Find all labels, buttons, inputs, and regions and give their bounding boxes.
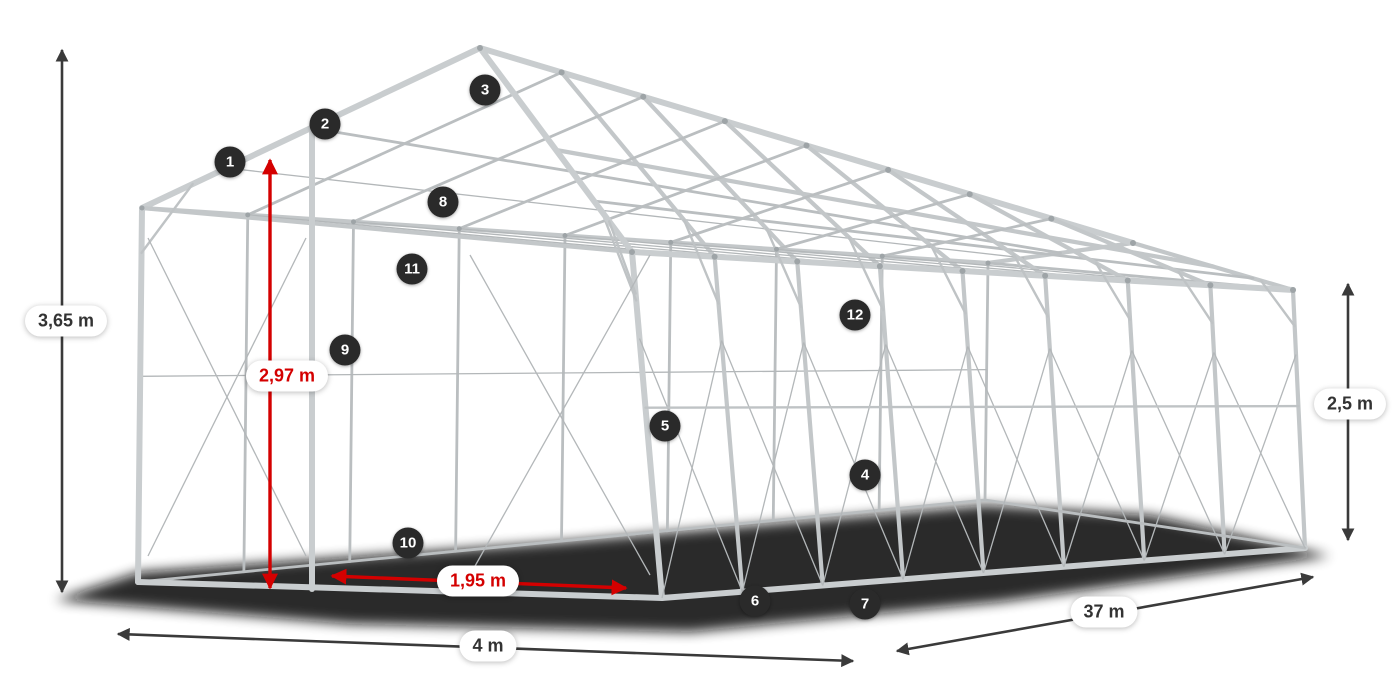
part-badge-3[interactable]: 3 xyxy=(469,74,501,106)
part-badge-6[interactable]: 6 xyxy=(739,585,771,617)
dim-side-height: 2,5 m xyxy=(1313,388,1387,420)
part-badge-2[interactable]: 2 xyxy=(309,108,341,140)
dim-inner-width: 1,95 m xyxy=(436,565,520,597)
part-badge-10[interactable]: 10 xyxy=(392,527,424,559)
part-badge-8[interactable]: 8 xyxy=(427,186,459,218)
frame-lines xyxy=(135,45,1308,601)
part-badge-12[interactable]: 12 xyxy=(839,299,871,331)
dim-length: 37 m xyxy=(1070,596,1138,628)
part-badge-4[interactable]: 4 xyxy=(849,459,881,491)
part-badge-9[interactable]: 9 xyxy=(329,334,361,366)
dim-inner-height: 2,97 m xyxy=(245,360,329,392)
part-badge-7[interactable]: 7 xyxy=(849,588,881,620)
part-badge-5[interactable]: 5 xyxy=(649,410,681,442)
dim-width: 4 m xyxy=(459,630,517,662)
part-badge-1[interactable]: 1 xyxy=(214,146,246,178)
part-badge-11[interactable]: 11 xyxy=(396,253,428,285)
dim-total-height: 3,65 m xyxy=(24,305,108,337)
